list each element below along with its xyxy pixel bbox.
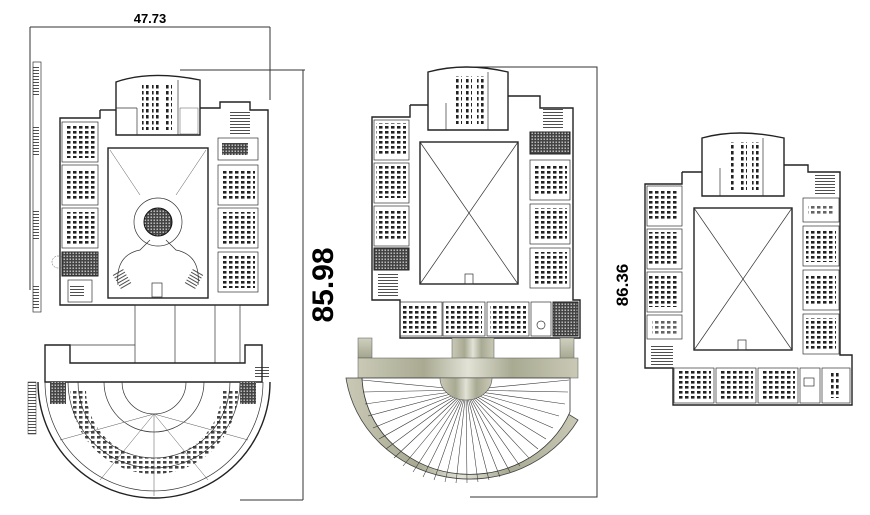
outer-wall <box>371 95 581 339</box>
classrooms-right-wing <box>529 108 571 289</box>
classrooms-bottom-row <box>673 367 851 404</box>
plan-left: 47.73 85.98 <box>27 11 340 501</box>
lecture-hall-top <box>427 66 509 131</box>
lecture-hall-top <box>701 132 785 197</box>
left-stair-column <box>32 61 42 313</box>
courtyard-open <box>693 207 793 351</box>
auditorium-semicircle <box>27 381 271 499</box>
plan-right: 86.36 <box>613 132 853 406</box>
dimension-width-left: 47.73 <box>29 11 271 290</box>
lecture-hall-top <box>115 74 201 136</box>
classrooms-right-wing <box>802 174 840 355</box>
classrooms-left-wing <box>373 119 410 296</box>
courtyard-open <box>419 141 519 285</box>
classrooms-left-wing <box>51 121 99 303</box>
outer-wall <box>644 164 853 406</box>
plan-middle-frame <box>470 66 598 498</box>
classrooms-bottom-row <box>399 301 579 337</box>
width-dimension-label: 47.73 <box>134 11 167 26</box>
outer-wall <box>59 101 269 306</box>
classrooms-right-wing <box>217 112 259 293</box>
height-dimension-label-right: 86.36 <box>613 264 632 307</box>
shaded-plaza <box>345 337 579 484</box>
dimension-height-left: 85.98 <box>180 69 340 501</box>
plan-middle <box>345 66 598 498</box>
connector-corridor <box>44 304 269 383</box>
classrooms-left-wing <box>646 185 683 365</box>
height-dimension-label: 85.98 <box>307 247 340 322</box>
central-hall-circular <box>107 147 209 299</box>
